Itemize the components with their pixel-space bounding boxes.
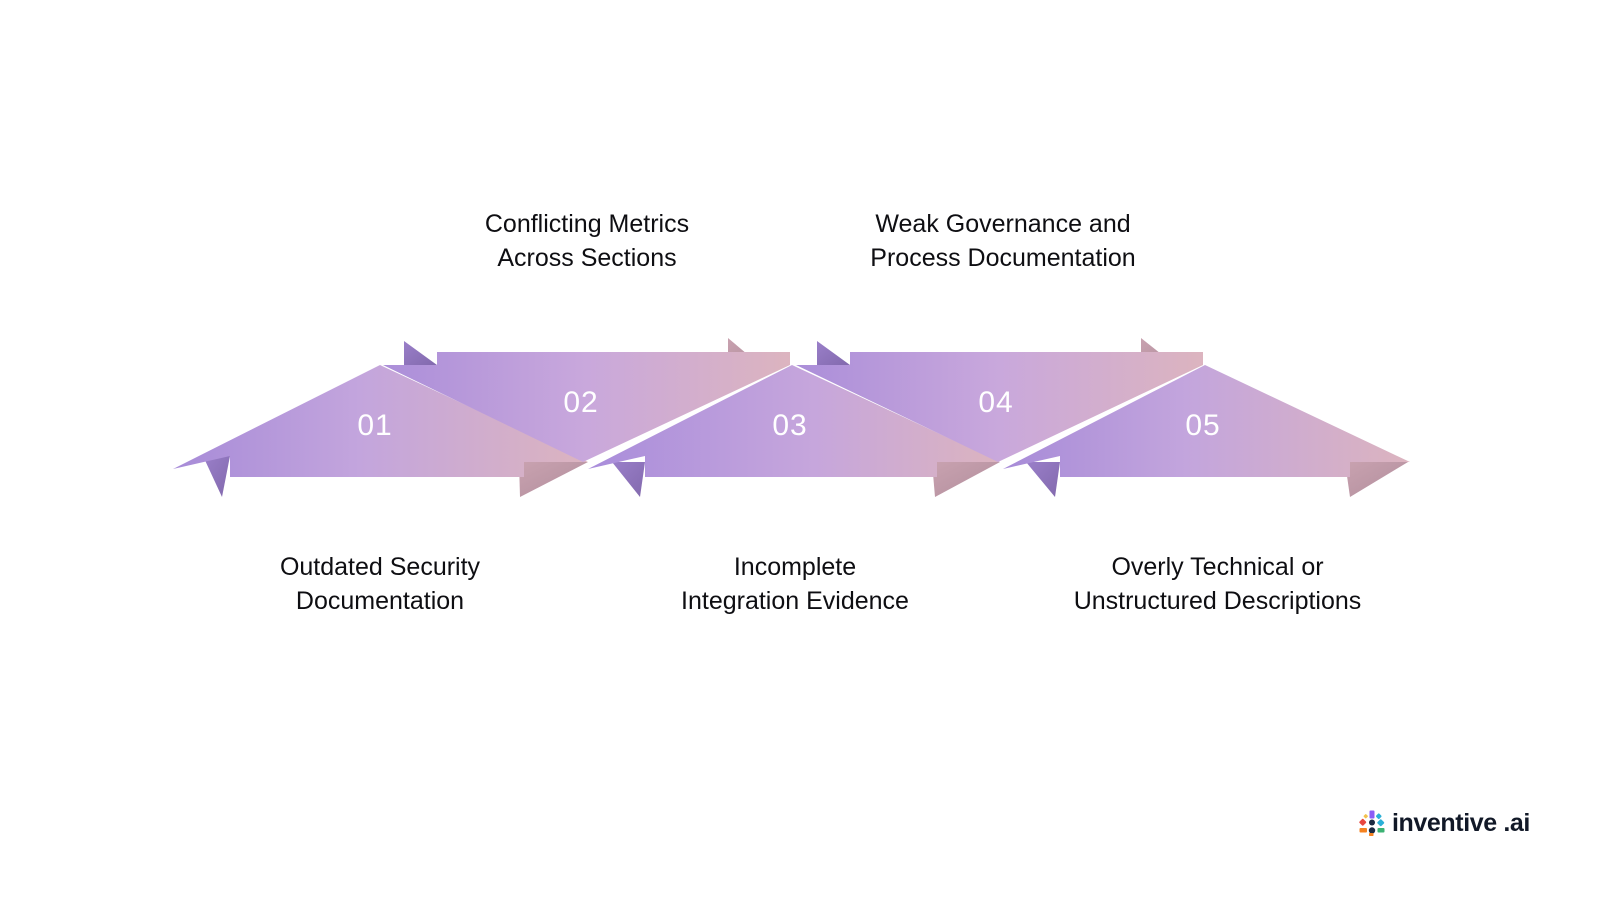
band-shape-03 [588, 365, 1000, 477]
inventive-ai-logo[interactable]: inventive .ai [1358, 806, 1530, 840]
fold-tail-04 [817, 341, 850, 365]
fold-tail-01 [203, 456, 230, 497]
band-shape-05 [1003, 365, 1410, 477]
fold-tail-01b [519, 462, 588, 497]
step-caption-01: Outdated Security Documentation [279, 553, 481, 615]
step-number-03: 03 [772, 409, 807, 442]
logo-text: inventive .ai [1392, 808, 1530, 837]
fold-tail-02 [404, 341, 437, 365]
step-band-01[interactable]: 01 [173, 365, 588, 497]
band-shape-04 [796, 352, 1203, 462]
step-number-01: 01 [357, 409, 392, 442]
step-band-05[interactable]: 05 [1003, 365, 1410, 497]
step-band-03[interactable]: 03 [588, 365, 1000, 497]
step-band-04[interactable]: 04 [796, 338, 1203, 462]
band-shape-01 [173, 365, 588, 477]
step-caption-02: Conflicting Metrics Across Sections [484, 210, 690, 272]
fold-tail-03b [932, 462, 1000, 497]
inventive-logo-mark-icon [1359, 810, 1385, 836]
step-number-05: 05 [1185, 409, 1220, 442]
step-number-04: 04 [978, 386, 1013, 419]
fold-tail-05 [1026, 462, 1060, 497]
band-shape-02 [383, 352, 790, 462]
step-caption-03: Incomplete Integration Evidence [681, 553, 909, 615]
fold-tail-03 [612, 462, 645, 497]
fold-tail-05b [1345, 462, 1408, 497]
step-band-02[interactable]: 02 [383, 338, 790, 462]
step-caption-05: Overly Technical or Unstructured Descrip… [1073, 553, 1362, 615]
step-caption-04: Weak Governance and Process Documentatio… [870, 210, 1136, 272]
step-number-02: 02 [563, 386, 598, 419]
